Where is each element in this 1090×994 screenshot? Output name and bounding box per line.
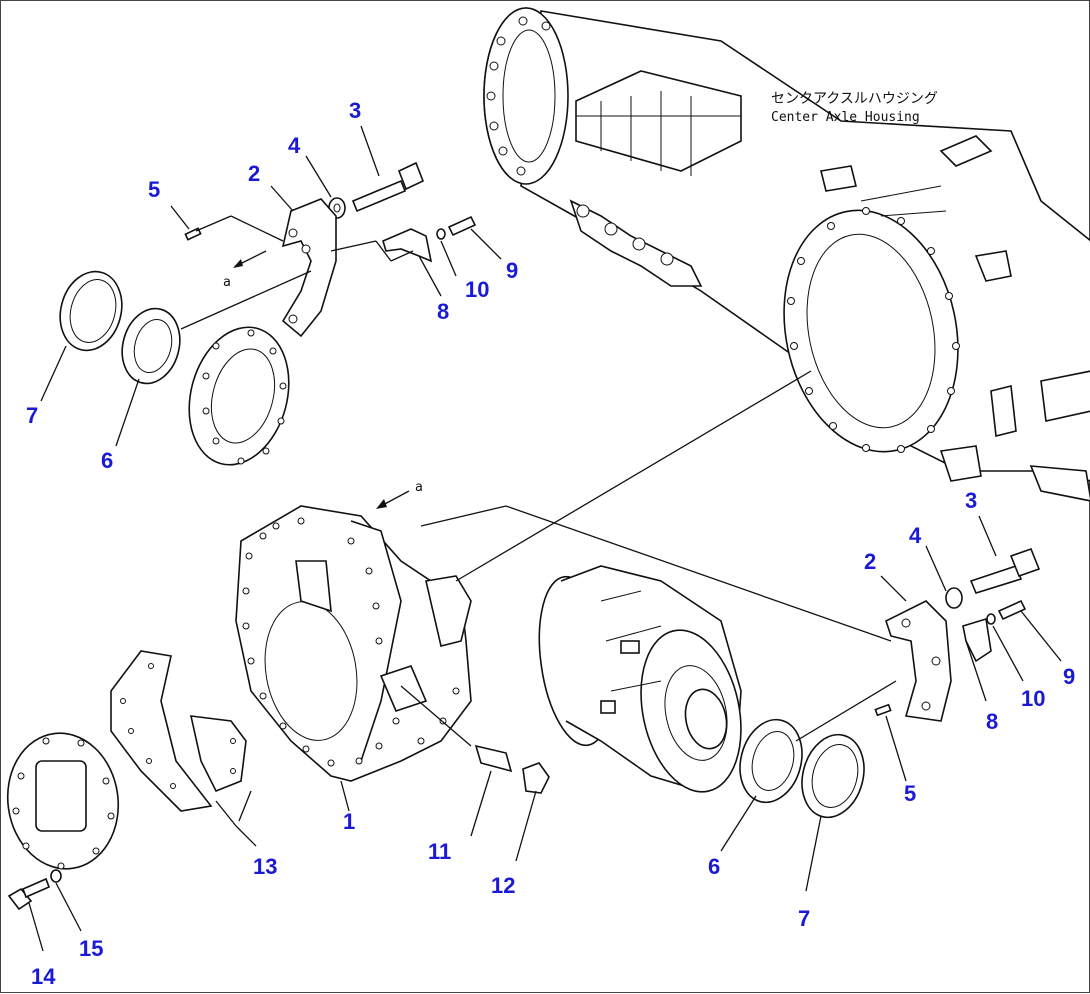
plate-8-right [962, 617, 992, 663]
washer-15 [50, 869, 62, 883]
carrier-housing-1 [235, 505, 472, 782]
callout-10-upper: 10 [465, 277, 489, 302]
adjusting-nut-7-upper [59, 270, 123, 352]
callout-5-upper: 5 [148, 177, 160, 202]
callout-3-right: 3 [965, 488, 977, 513]
callout-8-upper: 8 [437, 299, 449, 324]
washer-10-upper [436, 228, 446, 240]
bearing-6-upper [121, 307, 181, 385]
bearing-6-right [739, 718, 803, 804]
cover-plate [6, 732, 120, 870]
callout-12: 12 [491, 873, 515, 898]
washer-10-right [986, 613, 996, 625]
callout-7-lower: 7 [798, 906, 810, 931]
ref-mark-a-upper: a [223, 275, 231, 290]
callout-15: 15 [79, 936, 103, 961]
callout-9-upper: 9 [506, 258, 518, 283]
callout-9-right: 9 [1063, 664, 1075, 689]
bolt-3-upper [351, 161, 425, 213]
callout-2-upper: 2 [248, 161, 260, 186]
housing-label-english: Center Axle Housing [771, 110, 920, 125]
bolt-9-right [997, 599, 1027, 621]
housing-label-japanese: センタアクスルハウジング [771, 91, 938, 107]
center-axle-housing [483, 7, 1090, 502]
callout-6-upper: 6 [101, 448, 113, 473]
callout-8-right: 8 [986, 709, 998, 734]
callout-7-upper: 7 [26, 403, 38, 428]
lock-2-upper [281, 198, 337, 338]
callout-11: 11 [428, 839, 451, 864]
callout-4-upper: 4 [288, 133, 301, 158]
leader-lines-upper [40, 125, 502, 447]
nut-12 [522, 762, 550, 794]
differential-case [538, 565, 742, 793]
leader-lines-lower [28, 370, 1062, 952]
callout-14: 14 [31, 964, 56, 989]
callout-13: 13 [253, 854, 277, 879]
adjusting-nut-7-right [801, 733, 865, 819]
gear-disc-upper [188, 326, 290, 466]
callout-6-lower: 6 [708, 854, 720, 879]
ref-mark-a-lower: a [415, 480, 423, 495]
plate-8-upper [382, 228, 433, 263]
callout-3-upper: 3 [349, 98, 361, 123]
bolt-9-upper [447, 215, 477, 237]
bolt-14 [7, 887, 33, 911]
bolt-11 [474, 744, 513, 773]
pin-5-right [874, 703, 892, 717]
callout-5-right: 5 [904, 781, 916, 806]
callout-1: 1 [343, 809, 355, 834]
callout-10-right: 10 [1021, 686, 1045, 711]
callout-2-right: 2 [864, 549, 876, 574]
callout-4-right: 4 [909, 523, 922, 548]
washer-4-right [945, 587, 963, 609]
bolt-3-right [969, 564, 1023, 594]
lock-2-right [885, 600, 952, 722]
shims-13 [110, 650, 247, 812]
